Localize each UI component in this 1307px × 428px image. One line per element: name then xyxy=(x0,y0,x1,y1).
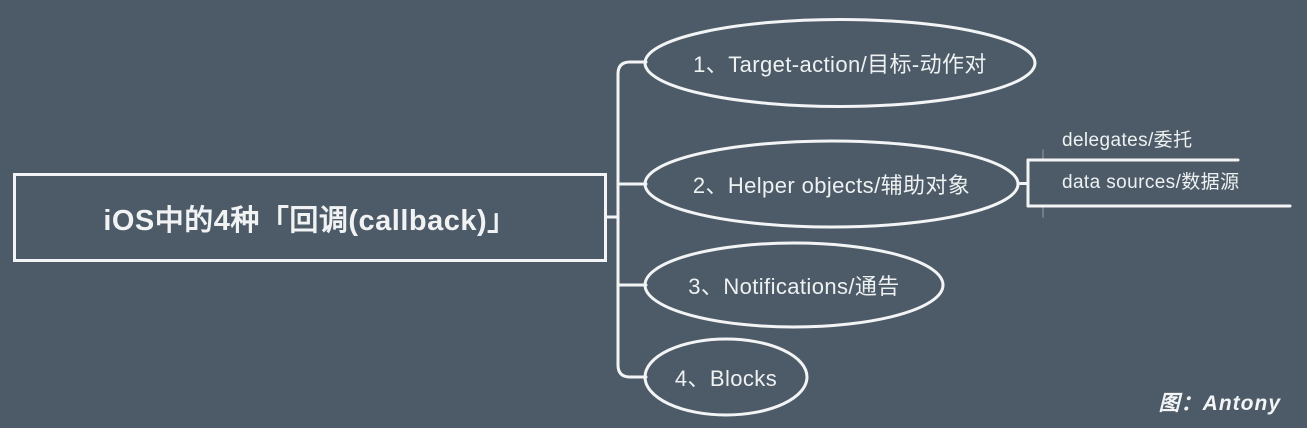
root-node-label: iOS中的4种「回调(callback)」 xyxy=(103,204,517,237)
node-target-action-label: 1、Target-action/目标-动作对 xyxy=(693,52,987,77)
node-helper-objects-label: 2、Helper objects/辅助对象 xyxy=(692,173,971,198)
root-node[interactable]: iOS中的4种「回调(callback)」 xyxy=(13,173,607,262)
author-signature: 图：Antony xyxy=(1158,392,1281,415)
node1-ellipse[interactable] xyxy=(643,18,1037,108)
trunk-line xyxy=(616,60,648,379)
node2-ellipse[interactable] xyxy=(643,139,1020,229)
node-notifications[interactable]: 3、Notifications/通告 xyxy=(645,243,943,327)
node4-ellipse[interactable] xyxy=(643,337,809,417)
node-blocks-label: 4、Blocks xyxy=(674,366,778,391)
node-target-action[interactable]: 1、Target-action/目标-动作对 xyxy=(645,19,1035,107)
node-helper-objects[interactable]: 2、Helper objects/辅助对象 xyxy=(645,141,1018,227)
subnode-data-sources[interactable]: data sources/数据源 xyxy=(1062,172,1240,193)
node-notifications-label: 3、Notifications/通告 xyxy=(688,274,900,299)
subnode-delegates[interactable]: delegates/委托 xyxy=(1062,130,1193,151)
node-blocks[interactable]: 4、Blocks xyxy=(645,339,807,415)
node3-ellipse[interactable] xyxy=(643,241,945,329)
